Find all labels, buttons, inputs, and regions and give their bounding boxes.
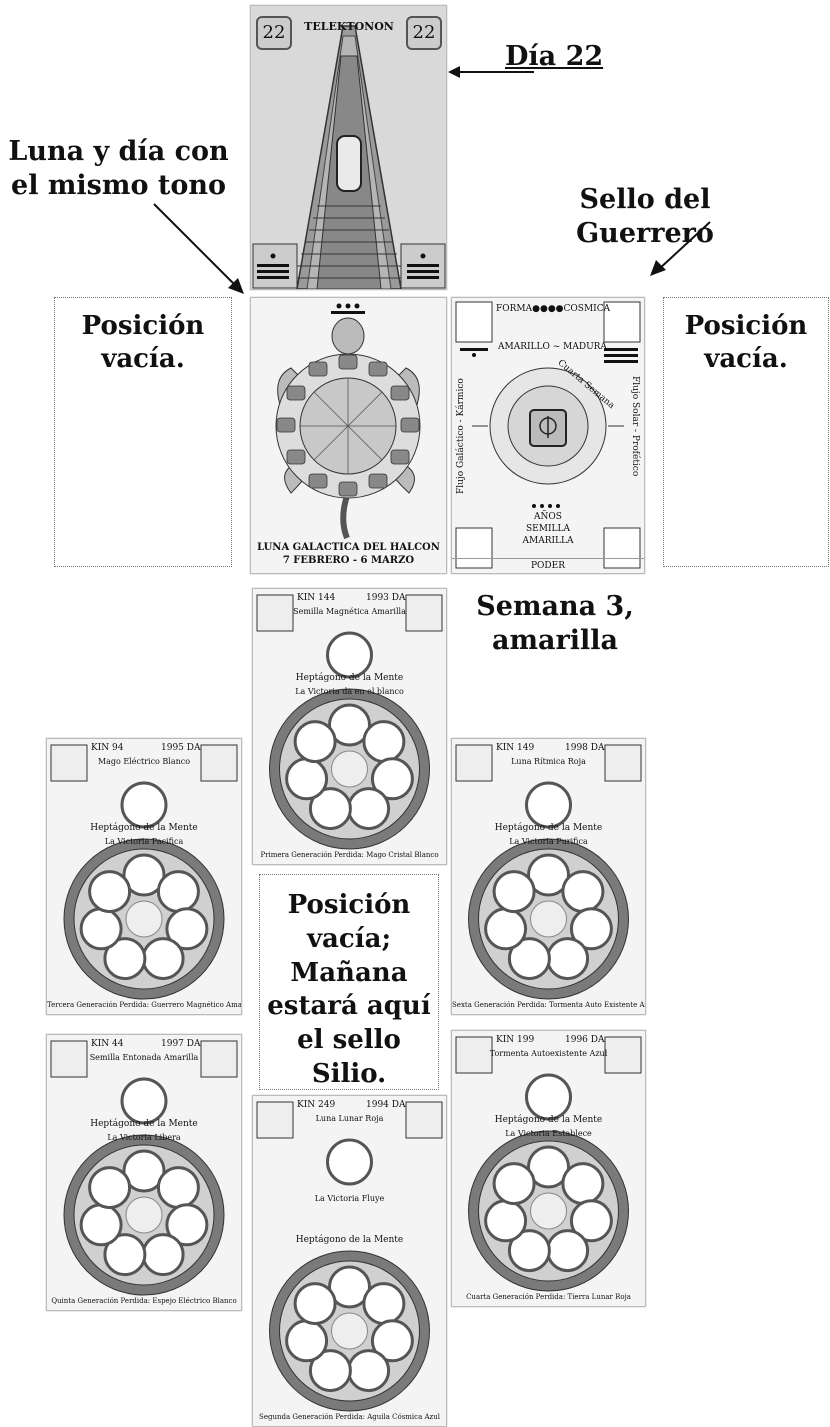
- plasma-bottom: PODER: [452, 558, 644, 571]
- kin-label: KIN 144: [297, 593, 336, 603]
- plasma-years-2: SEMILLA: [526, 524, 570, 534]
- telektonon-card: 22 22 TELEKTONON: [250, 5, 447, 290]
- kin-name: Mago Eléctrico Blanco: [97, 757, 191, 766]
- victory-label: La Victoria Fluye: [314, 1194, 385, 1203]
- generation-footer: Segunda Generación Perdida: Aguila Cósmi…: [259, 1413, 440, 1421]
- kin-94-card: KIN 94 1995 DA Mago Eléctrico Blanco La Vic…: [46, 738, 242, 1015]
- kin-144-card: KIN 144 1993 DA Semilla Magnética Amarilla…: [252, 588, 447, 865]
- heptagon-title: Heptágono de la Mente: [295, 1235, 404, 1245]
- victory-label: La Victoria Libera: [107, 1133, 181, 1142]
- heptagon-illustration: [256, 594, 443, 850]
- heptagon-title: Heptágono de la Mente: [494, 1115, 603, 1125]
- plasma-left-side: Flujo Galáctico - Kármico: [456, 378, 466, 494]
- generation-footer: Primera Generación Perdida: Mago Cristal…: [260, 851, 439, 859]
- telektonon-tower-illustration: [252, 25, 446, 289]
- plasma-years-1: AÑOS: [534, 512, 562, 522]
- telektonon-number-right: 22: [406, 16, 442, 50]
- heptagon-title: Heptágono de la Mente: [90, 823, 198, 833]
- arrow-dia-22: [448, 66, 534, 78]
- heptagon-title: Heptágono de la Mente: [494, 823, 603, 833]
- luna-galactica-card: LUNA GALACTICA DEL HALCON 7 FEBRERO - 6 …: [250, 297, 447, 574]
- arrow-sello-guerrero: [650, 221, 711, 276]
- heptagon-title: Heptágono de la Mente: [90, 1119, 198, 1129]
- year-label: 1994 DA: [366, 1100, 406, 1110]
- generation-footer: Cuarta Generación Perdida: Tierra Lunar …: [466, 1293, 631, 1301]
- kin-name: Semilla Magnética Amarilla: [293, 607, 406, 616]
- label-dia-22: Día 22: [505, 41, 604, 72]
- kin-name: Luna Lunar Roja: [315, 1114, 384, 1123]
- empty-position-left-text: Posición vacía.: [81, 311, 205, 374]
- arrow-luna-dia: [153, 203, 244, 294]
- heptagon-title: Heptágono de la Mente: [295, 673, 404, 683]
- kin-label: KIN 94: [91, 743, 124, 753]
- kin-name: Semilla Entonada Amarilla: [89, 1053, 199, 1062]
- empty-position-center-text: Posición vacía; Mañana estará aquí el se…: [267, 890, 431, 1089]
- victory-label: La Victoria Establece: [505, 1129, 592, 1138]
- plasma-week-card: FORMA●●●●COSMICA AMARILLO ~ MADURA Cuart…: [451, 297, 645, 574]
- plasma-title: FORMA●●●●COSMICA: [496, 304, 611, 314]
- victory-label: La Victoria da en el blanco: [295, 687, 404, 696]
- kin-199-card: KIN 199 1996 DA Tormenta Autoexistente Azu…: [451, 1030, 646, 1307]
- empty-position-center: Posición vacía; Mañana estará aquí el se…: [259, 874, 439, 1090]
- year-label: 1998 DA: [565, 743, 605, 753]
- kin-name: Luna Rítmica Roja: [511, 757, 586, 766]
- heptagon-illustration: [256, 1101, 443, 1412]
- label-sello-guerrero: Sello del Guerrero: [576, 184, 714, 249]
- empty-position-right-text: Posición vacía.: [684, 311, 808, 374]
- kin-label: KIN 44: [91, 1039, 124, 1049]
- kin-name: Tormenta Autoexistente Azul: [489, 1049, 608, 1058]
- victory-label: La Victoria Pacifica: [104, 837, 184, 846]
- label-semana-3: Semana 3, amarilla: [476, 591, 634, 656]
- kin-label: KIN 249: [297, 1100, 336, 1110]
- kin-label: KIN 199: [496, 1035, 535, 1045]
- luna-line-2: 7 FEBRERO - 6 MARZO: [282, 555, 415, 566]
- year-label: 1993 DA: [366, 593, 406, 603]
- luna-line-1: LUNA GALACTICA DEL HALCON: [257, 542, 440, 553]
- label-luna-dia: Luna y día con el mismo tono: [8, 136, 229, 201]
- year-label: 1996 DA: [565, 1035, 605, 1045]
- heptagon-illustration: [455, 1036, 642, 1292]
- generation-footer: Sexta Generación Perdida: Tormenta Auto …: [452, 1001, 646, 1009]
- kin-249-card: KIN 249 1994 DA Luna Lunar Roja La Victoria…: [252, 1095, 447, 1427]
- plasma-week-illustration: [455, 301, 641, 569]
- kin-149-card: KIN 149 1998 DA Luna Rítmica Roja La Victor…: [451, 738, 646, 1015]
- generation-footer: Quinta Generación Perdida: Espejo Eléctr…: [51, 1297, 237, 1305]
- turtle-illustration: [275, 303, 421, 540]
- plasma-right-side: Flujo Solar - Profético: [630, 376, 640, 477]
- victory-label: La Victoria Purifica: [509, 837, 588, 846]
- empty-position-left: Posición vacía.: [54, 297, 232, 567]
- heptagon-illustration: [50, 744, 238, 1000]
- heptagon-illustration: [50, 1040, 238, 1296]
- generation-footer: Tercera Generación Perdida: Guerrero Mag…: [47, 1001, 242, 1009]
- telektonon-number-left: 22: [256, 16, 292, 50]
- year-label: 1995 DA: [161, 743, 201, 753]
- plasma-years-3: AMARILLA: [522, 536, 574, 546]
- year-label: 1997 DA: [161, 1039, 201, 1049]
- plasma-sub: AMARILLO ~ MADURA: [498, 342, 607, 352]
- empty-position-right: Posición vacía.: [663, 297, 829, 567]
- heptagon-illustration: [455, 744, 642, 1000]
- telektonon-title: TELEKTONON: [304, 20, 394, 33]
- kin-label: KIN 149: [496, 743, 535, 753]
